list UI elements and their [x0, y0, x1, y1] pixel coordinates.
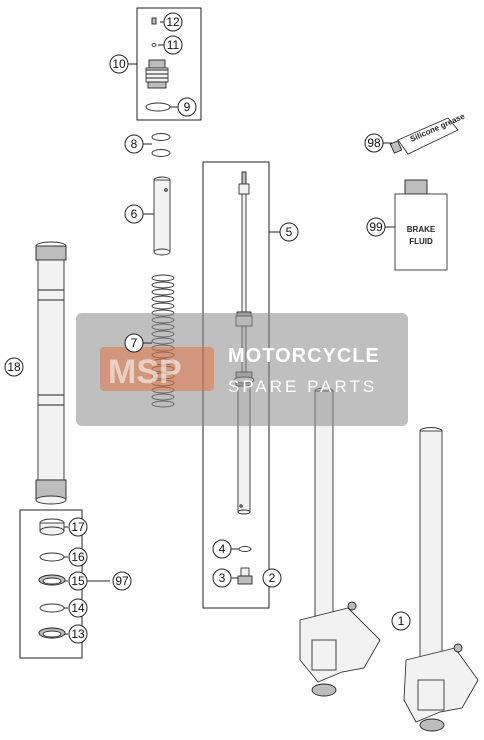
callout-circle-2 [262, 568, 282, 588]
callout-circle-9 [177, 97, 197, 117]
spring-coil [151, 281, 175, 289]
callout-label-10: 10 [112, 57, 126, 71]
callout-label-97: 97 [115, 574, 129, 588]
part-17-bushing [39, 518, 65, 536]
part-99-brake-fluid-bottle: BRAKE FLUID [394, 179, 448, 271]
callout-label-14: 14 [71, 601, 85, 615]
callout-label-12: 12 [166, 15, 180, 29]
callout-circle-11 [163, 35, 183, 55]
watermark-logo: MSP [108, 353, 182, 391]
callout-circle-99 [366, 217, 386, 237]
part-4-washer [238, 546, 252, 552]
callout-label-98: 98 [367, 136, 381, 150]
part-14-circlip [39, 603, 65, 613]
callout-circle-13 [68, 624, 88, 644]
callout-circle-6 [124, 204, 144, 224]
watermark: MSP MOTORCYCLE SPARE PARTS [76, 313, 408, 426]
watermark-subtitle: SPARE PARTS [228, 377, 377, 396]
brake-fluid-label-2: FLUID [409, 237, 433, 246]
callout-circle-97 [112, 571, 132, 591]
callout-circle-4 [212, 539, 232, 559]
callout-label-9: 9 [184, 100, 191, 114]
part-9-oring [145, 102, 171, 112]
callout-circle-8 [124, 134, 144, 154]
callout-label-4: 4 [219, 542, 226, 556]
callout-label-16: 16 [71, 550, 85, 564]
part-2-inner-tube [299, 387, 381, 697]
spring-coil [151, 274, 175, 282]
callout-circle-15 [68, 571, 88, 591]
callout-circle-3 [212, 568, 232, 588]
part-18-outer-tube [35, 241, 67, 505]
callout-circle-16 [68, 547, 88, 567]
callout-label-6: 6 [131, 207, 138, 221]
part-10-fork-cap [145, 59, 169, 89]
spring-coil [151, 295, 175, 303]
callout-label-18: 18 [7, 360, 21, 374]
part-3-bolt [237, 567, 253, 585]
callout-circle-98 [364, 133, 384, 153]
callout-label-99: 99 [369, 220, 383, 234]
part-12-screw [151, 17, 157, 25]
watermark-panel [76, 313, 408, 426]
part-15-oil-seal [38, 574, 66, 586]
callout-circle-12 [163, 12, 183, 32]
callout-label-17: 17 [71, 520, 85, 534]
part-98-grease-tube: Silicone grease [389, 111, 467, 155]
part-16-bushing [39, 552, 65, 562]
brake-fluid-label-1: BRAKE [407, 225, 436, 234]
callout-label-8: 8 [131, 137, 138, 151]
part-11-oring [151, 43, 157, 47]
part-8-washers [151, 133, 171, 157]
callout-label-1: 1 [398, 614, 405, 628]
part-1-inner-tube [403, 427, 479, 732]
spring-coil [151, 302, 175, 310]
callout-circle-18 [4, 357, 24, 377]
part-6-spacer-tube [153, 176, 171, 256]
callout-circle-7 [124, 333, 144, 353]
callout-label-7: 7 [131, 336, 138, 350]
part-13-dust-seal [38, 627, 66, 639]
watermark-title: MOTORCYCLE [228, 345, 380, 367]
callout-circle-14 [68, 598, 88, 618]
callout-circle-17 [68, 517, 88, 537]
callout-circle-5 [279, 222, 299, 242]
callout-circle-1 [391, 611, 411, 631]
callout-label-11: 11 [167, 38, 180, 52]
callout-label-3: 3 [219, 571, 226, 585]
callout-circle-10 [109, 54, 129, 74]
watermark-logo-box [100, 347, 214, 391]
spring-coil [151, 288, 175, 296]
callout-label-5: 5 [286, 225, 293, 239]
callout-label-15: 15 [71, 574, 85, 588]
callout-label-2: 2 [269, 571, 276, 585]
callout-label-13: 13 [71, 627, 85, 641]
